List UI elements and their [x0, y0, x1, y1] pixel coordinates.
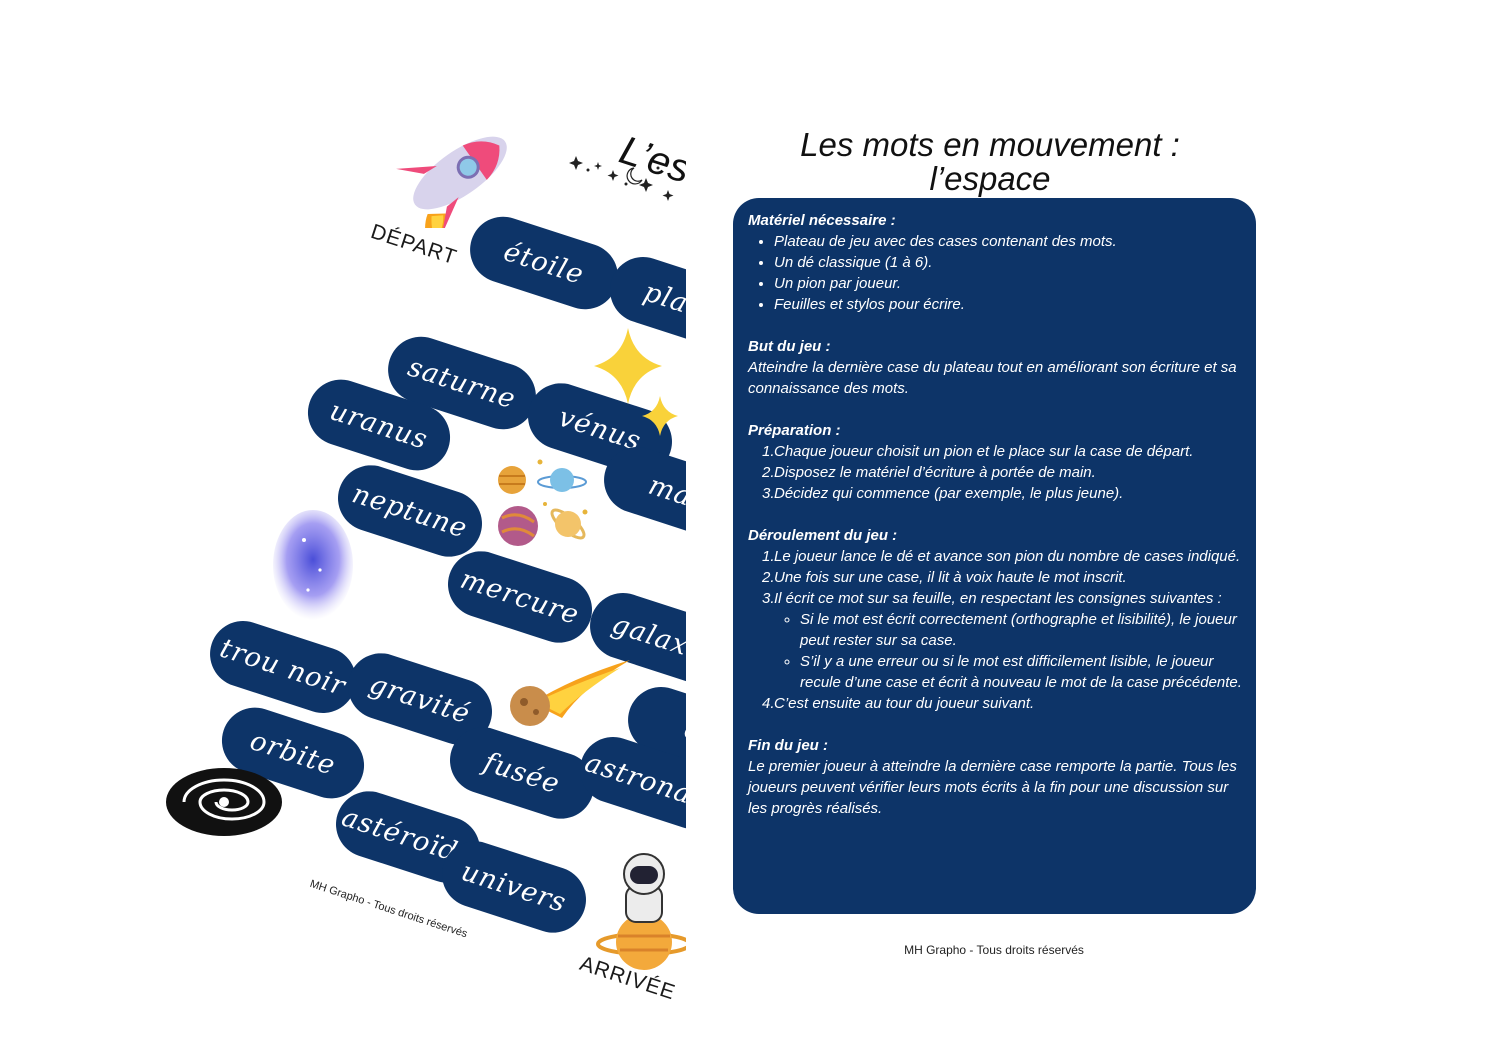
board-tile-trou-noir: trou noir: [201, 612, 365, 722]
page-credit: MH Grapho - Tous droits réservés: [904, 943, 1084, 957]
fin-text: Le premier joueur à atteindre la dernièr…: [748, 758, 1237, 817]
rules-title-line-1: Les mots en mouvement :: [800, 126, 1180, 163]
astronaut-icon: [596, 853, 686, 970]
but-text: Atteindre la dernière case du plateau to…: [748, 359, 1237, 397]
materiel-item: Un dé classique (1 à 6).: [774, 252, 1242, 273]
deroulement-list: 1.Le joueur lance le dé et avance son pi…: [748, 546, 1242, 714]
materiel-title: Matériel nécessaire :: [748, 212, 896, 229]
sparkle-star-icon: [594, 328, 678, 436]
preparation-item: 2.Disposez le matériel d’écriture à port…: [762, 464, 1096, 481]
deroulement-item: 3.Il écrit ce mot sur sa feuille, en res…: [762, 588, 1242, 693]
preparation-section: Préparation : 1.Chaque joueur choisit un…: [748, 420, 1242, 504]
rules-card: Matériel nécessaire : Plateau de jeu ave…: [733, 198, 1256, 914]
comet-icon: [510, 660, 630, 726]
deroulement-item: 4.C’est ensuite au tour du joueur suivan…: [762, 695, 1035, 712]
materiel-list: Plateau de jeu avec des cases contenant …: [748, 231, 1242, 315]
deroulement-item: 2.Une fois sur une case, il lit à voix h…: [762, 569, 1127, 586]
materiel-item: Feuilles et stylos pour écrire.: [774, 294, 1242, 315]
planets-icon: [498, 459, 588, 546]
board-tile-fusee: fusée: [441, 718, 603, 828]
deroulement-sublist: Si le mot est écrit correctement (orthog…: [774, 609, 1242, 693]
stars-icon: [569, 156, 674, 201]
deroulement-title: Déroulement du jeu :: [748, 527, 898, 544]
but-section: But du jeu : Atteindre la dernière case …: [748, 336, 1242, 399]
deroulement-item: 1.Le joueur lance le dé et avance son pi…: [762, 548, 1241, 565]
nebula-icon: [273, 510, 353, 620]
rules-title: Les mots en mouvement : l’espace: [720, 128, 1260, 196]
materiel-section: Matériel nécessaire : Plateau de jeu ave…: [748, 210, 1242, 315]
fin-title: Fin du jeu :: [748, 737, 828, 754]
materiel-item: Plateau de jeu avec des cases contenant …: [774, 231, 1242, 252]
preparation-title: Préparation :: [748, 422, 841, 439]
deroulement-section: Déroulement du jeu : 1.Le joueur lance l…: [748, 525, 1242, 714]
board-tile-mercure: mercure: [439, 542, 601, 652]
rules-title-line-2: l’espace: [929, 160, 1051, 197]
preparation-item: 3.Décidez qui commence (par exemple, le …: [762, 485, 1124, 502]
rocket-icon: [396, 136, 507, 228]
preparation-item: 1.Chaque joueur choisit un pion et le pl…: [762, 443, 1194, 460]
black-hole-icon: [166, 768, 282, 836]
game-board: L’es DÉPART étoile planè saturne uranus …: [150, 110, 686, 1010]
deroulement-subitem: Si le mot est écrit correctement (orthog…: [800, 609, 1242, 651]
but-title: But du jeu :: [748, 338, 831, 355]
board-tile-etoile: étoile: [461, 208, 627, 318]
deroulement-subitem: S’il y a une erreur ou si le mot est dif…: [800, 651, 1242, 693]
materiel-item: Un pion par joueur.: [774, 273, 1242, 294]
fin-section: Fin du jeu : Le premier joueur à atteind…: [748, 735, 1242, 819]
preparation-list: 1.Chaque joueur choisit un pion et le pl…: [748, 441, 1242, 504]
